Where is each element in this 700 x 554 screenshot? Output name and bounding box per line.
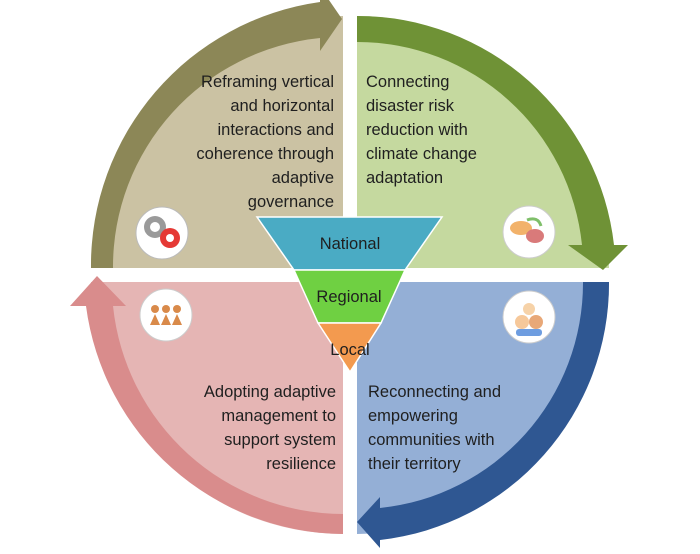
quadrant-top-left-text: Reframing vertical and horizontal intera… [196, 73, 334, 211]
quadrant-top-right-text: Connecting disaster risk reduction with … [366, 73, 477, 187]
quadrant-top-left [91, 16, 343, 268]
community-faces-icon [502, 290, 556, 344]
level-national-label: National [320, 235, 381, 253]
quadrant-bottom-left-text: Adopting adaptive management to support … [203, 383, 336, 473]
people-group-icon [139, 288, 193, 342]
gears-icon [135, 206, 189, 260]
quadrant-top-right [357, 16, 609, 268]
arrow-top-left [90, 0, 342, 268]
quadrant-bottom-right [357, 282, 609, 534]
level-local-band [316, 322, 383, 374]
level-regional-label: Regional [316, 288, 381, 306]
climate-risk-icon [502, 205, 556, 259]
quadrant-bottom-left [91, 282, 343, 534]
level-local-label: Local [330, 341, 369, 359]
arrow-top-right [357, 15, 628, 271]
arrow-bottom-left [70, 276, 343, 534]
quadrant-bottom-right-text: Reconnecting and empowering communities … [368, 383, 502, 473]
arrow-bottom-right [357, 282, 610, 548]
